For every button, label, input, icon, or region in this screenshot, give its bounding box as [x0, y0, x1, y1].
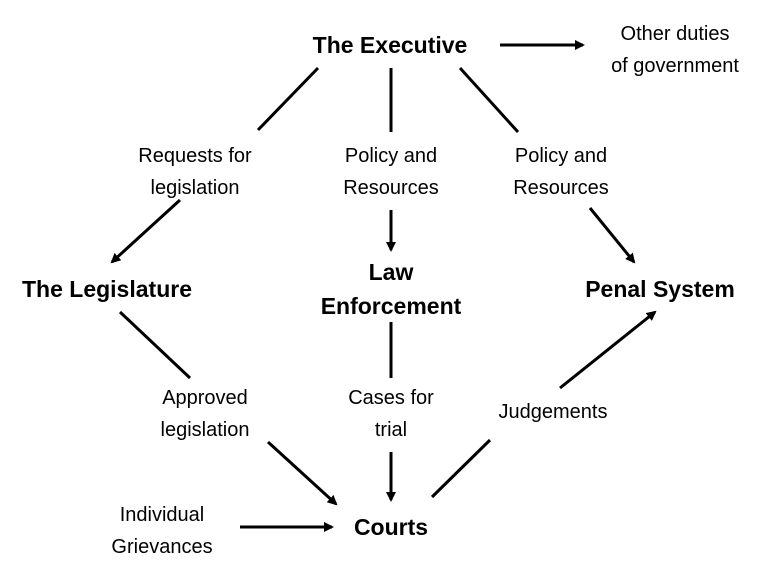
- arrow-judgements-to-penal-system: [559, 310, 657, 390]
- label-grievances-line1: Individual: [119, 504, 205, 526]
- node-law-enforcement-line1: Law: [368, 259, 414, 285]
- label-policy-center-line2: Resources: [343, 177, 439, 199]
- label-policy-right-line2: Resources: [513, 177, 609, 199]
- node-executive: The Executive: [300, 28, 480, 62]
- node-courts-label: Courts: [353, 514, 429, 540]
- label-requests-for-legislation: Requests for legislation: [110, 140, 280, 204]
- label-other-duties-line1: Other duties: [620, 23, 730, 45]
- label-policy-resources-center: Policy and Resources: [316, 140, 466, 204]
- label-cases-for-trial: Cases for trial: [326, 382, 456, 446]
- node-courts: Courts: [336, 510, 446, 544]
- label-policy-resources-right: Policy and Resources: [486, 140, 636, 204]
- line-legislature-to-approved: [118, 310, 192, 380]
- arrow-approved-to-courts: [266, 440, 338, 506]
- arrow-requests-to-legislature: [110, 198, 182, 264]
- label-other-duties-line2: of government: [611, 55, 739, 77]
- label-judgements-text: Judgements: [498, 401, 608, 423]
- label-individual-grievances: Individual Grievances: [88, 499, 236, 563]
- label-grievances-line2: Grievances: [111, 536, 213, 558]
- arrow-policy-right-to-penal-system: [588, 207, 636, 264]
- node-law-enforcement: Law Enforcement: [306, 255, 476, 323]
- node-penal-system: Penal System: [570, 272, 750, 306]
- label-policy-center-line1: Policy and: [344, 145, 438, 167]
- label-requests-line2: legislation: [150, 177, 240, 199]
- label-approved-line2: legislation: [160, 419, 250, 441]
- line-executive-to-requests: [256, 66, 320, 132]
- node-legislature-label: The Legislature: [22, 276, 192, 302]
- node-law-enforcement-line2: Enforcement: [320, 293, 462, 319]
- label-policy-right-line1: Policy and: [514, 145, 608, 167]
- node-legislature: The Legislature: [10, 272, 204, 306]
- label-approved-line1: Approved: [162, 387, 248, 409]
- label-requests-line1: Requests for: [138, 145, 252, 167]
- label-judgements: Judgements: [478, 396, 628, 428]
- label-cases-line2: trial: [374, 419, 408, 441]
- node-penal-system-label: Penal System: [585, 276, 735, 302]
- label-cases-line1: Cases for: [348, 387, 434, 409]
- label-other-duties: Other duties of government: [590, 18, 760, 82]
- node-executive-label: The Executive: [312, 32, 468, 58]
- label-approved-legislation: Approved legislation: [130, 382, 280, 446]
- line-courts-to-judgements: [430, 438, 492, 499]
- line-executive-to-policy-right: [458, 66, 520, 134]
